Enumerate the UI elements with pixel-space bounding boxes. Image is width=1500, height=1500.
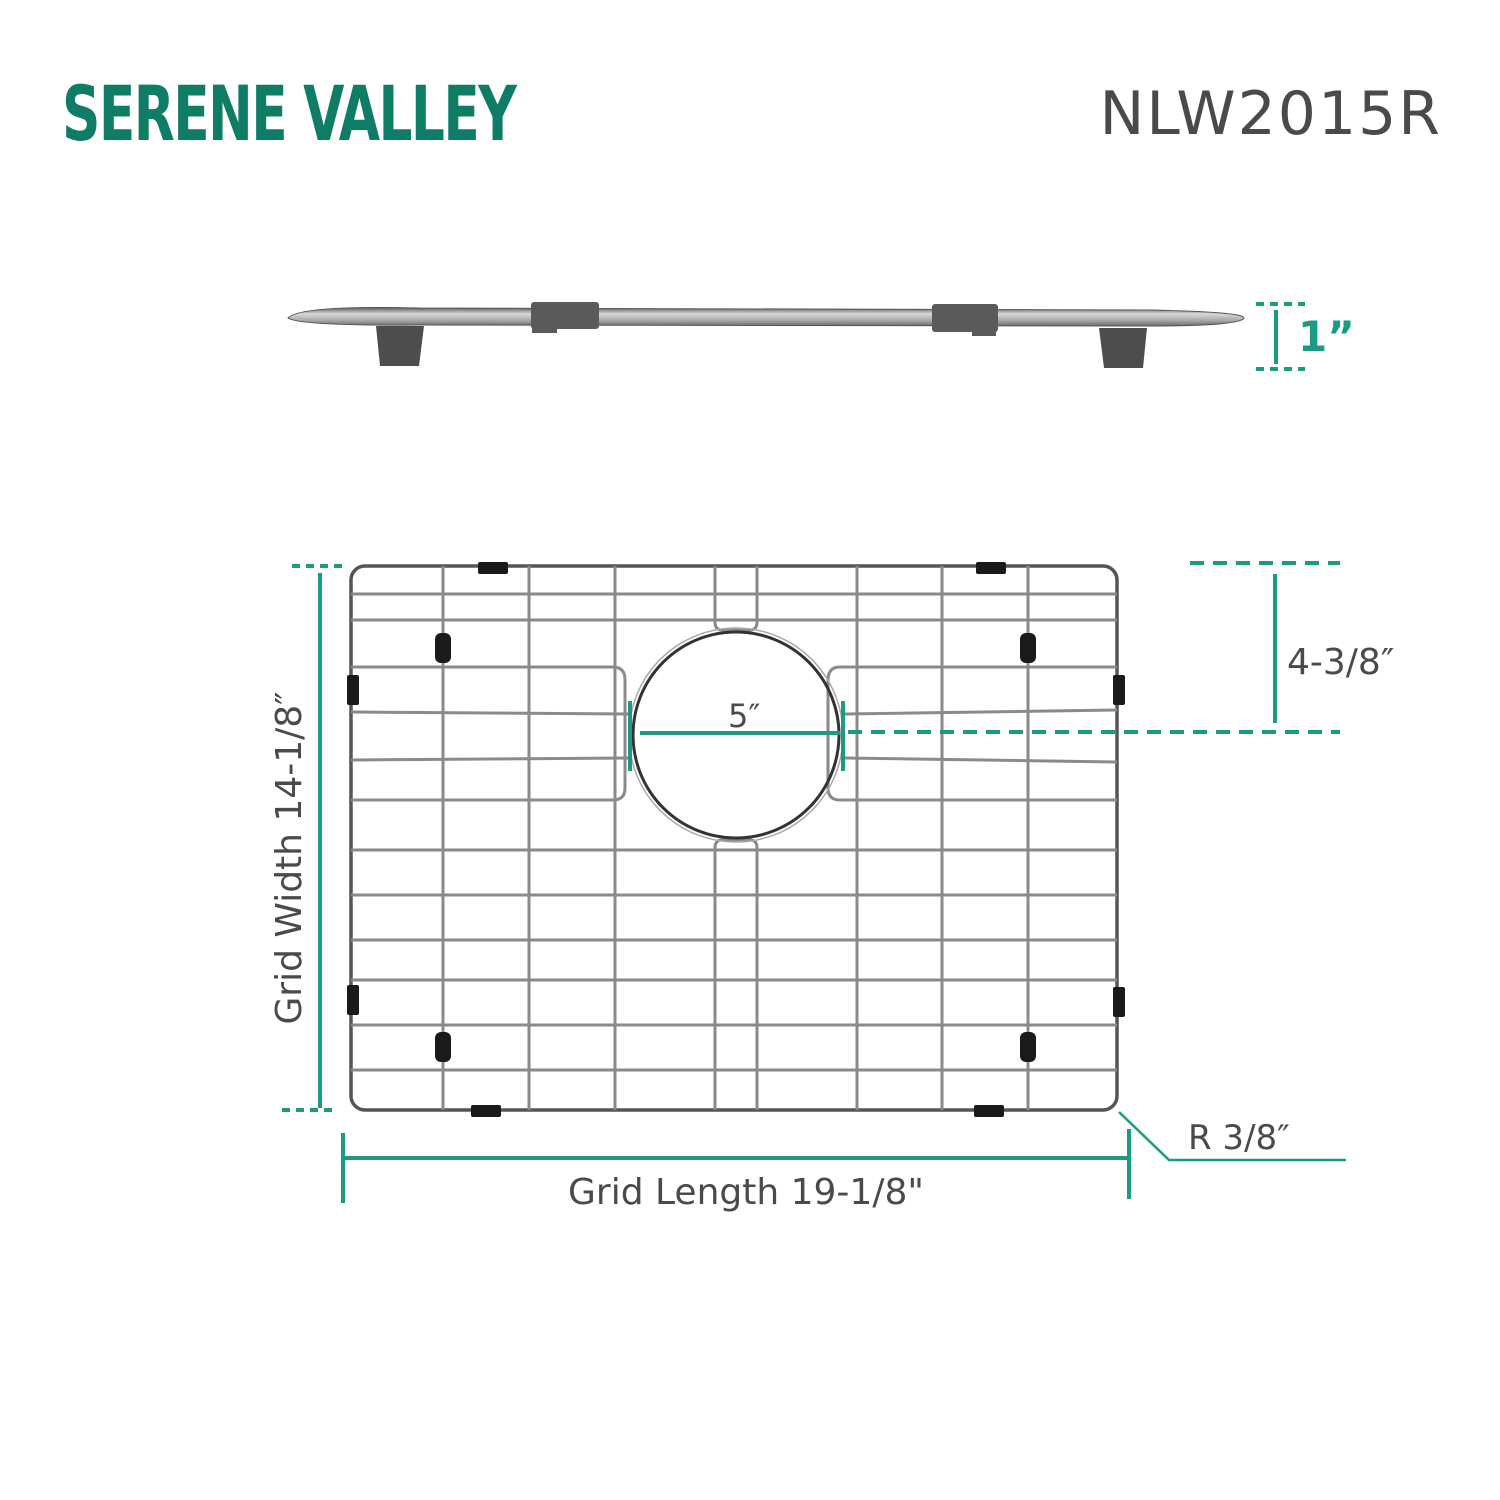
side-rod [287, 306, 1245, 327]
model-number: NLW2015R [1099, 79, 1442, 149]
brand-logo: SERENE VALLEY [62, 69, 517, 158]
height-dimension [1256, 302, 1305, 371]
side-view [287, 302, 1245, 368]
side-clip-right [932, 304, 998, 332]
drain-diameter-dimension [628, 701, 845, 771]
grid-top-view [349, 564, 1119, 1112]
grid-length-label: Grid Length 19-1/8" [568, 1172, 924, 1213]
width-dimension [282, 564, 345, 1112]
length-dimension [341, 1129, 1131, 1203]
side-foot-left [376, 326, 424, 366]
drain-offset-label: 4-3/8″ [1287, 642, 1395, 683]
grid-frame [349, 564, 1119, 1112]
corner-radius-leader [1118, 1111, 1346, 1162]
side-clip-left [531, 302, 599, 329]
side-foot-right [1099, 328, 1147, 368]
drain-diameter-label: 5″ [728, 697, 761, 735]
drain-offset-dimension [848, 561, 1340, 734]
height-label: 1” [1298, 312, 1355, 361]
rubber-bumpers [347, 562, 1125, 1117]
grid-width-label: Grid Width 14-1/8″ [269, 691, 310, 1025]
corner-radius-label: R 3/8″ [1188, 1118, 1290, 1158]
